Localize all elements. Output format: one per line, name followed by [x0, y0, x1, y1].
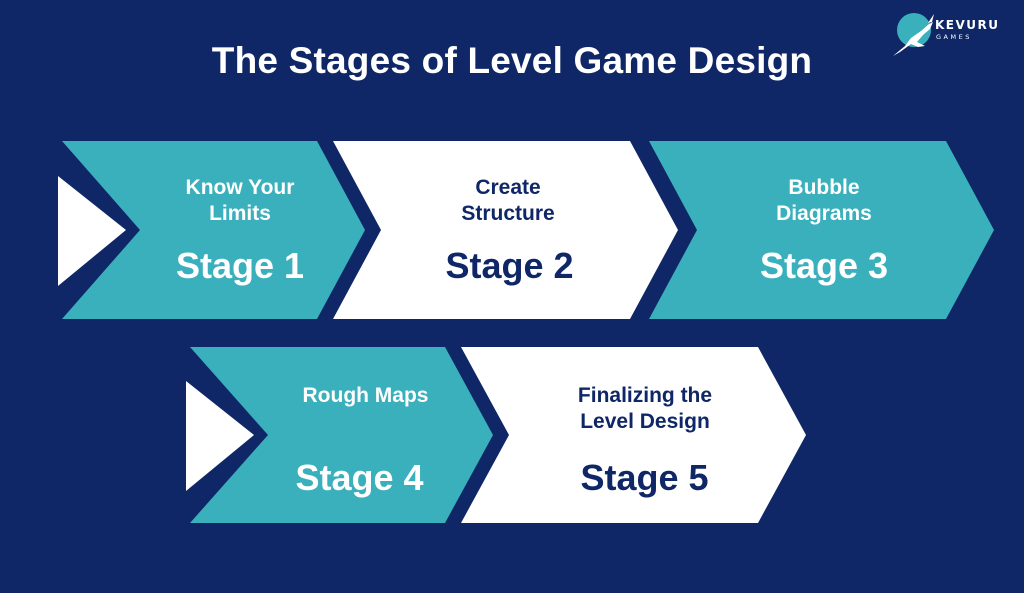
stage-2-title: Stage 2 [445, 245, 574, 286]
row-2-start-triangle [186, 381, 254, 491]
row-1-start-triangle [58, 176, 126, 286]
stage-3-label-line-2: Diagrams [776, 202, 872, 225]
stage-3-arrow [649, 141, 994, 319]
stage-5-label-line-2: Level Design [580, 410, 710, 433]
stage-1-label-line-1: Know Your [185, 176, 295, 199]
stage-5-title: Stage 5 [580, 457, 709, 498]
logo-name: KEVURU [935, 18, 1000, 32]
page-title: The Stages of Level Game Design [211, 40, 813, 81]
stage-5-label: Finalizing the Level Design [550, 383, 740, 435]
stage-1-arrow [62, 141, 365, 319]
stage-2-arrow [333, 141, 678, 319]
stage-3-label: Bubble Diagrams [744, 175, 904, 227]
stage-3-title: Stage 3 [759, 245, 889, 286]
logo-subtitle: GAMES [936, 33, 972, 41]
stage-2-label-line-1: Create [475, 176, 541, 199]
stage-5-label-line-1: Finalizing the [577, 384, 713, 407]
stage-4-title: Stage 4 [295, 457, 424, 498]
stage-4-label: Rough Maps [278, 383, 453, 409]
stage-1-label-line-2: Limits [209, 202, 271, 225]
stage-5-arrow [461, 347, 806, 523]
stage-2-label-line-2: Structure [461, 202, 555, 225]
stage-1-label: Know Your Limits [160, 175, 320, 227]
stage-4-label-line-1: Rough Maps [302, 384, 429, 407]
leaping-gazelle-icon [893, 13, 934, 56]
stage-3-label-line-1: Bubble [788, 176, 860, 199]
stage-4-arrow [190, 347, 493, 523]
stage-1-title: Stage 1 [175, 245, 305, 286]
stage-2-label: Create Structure [428, 175, 588, 227]
